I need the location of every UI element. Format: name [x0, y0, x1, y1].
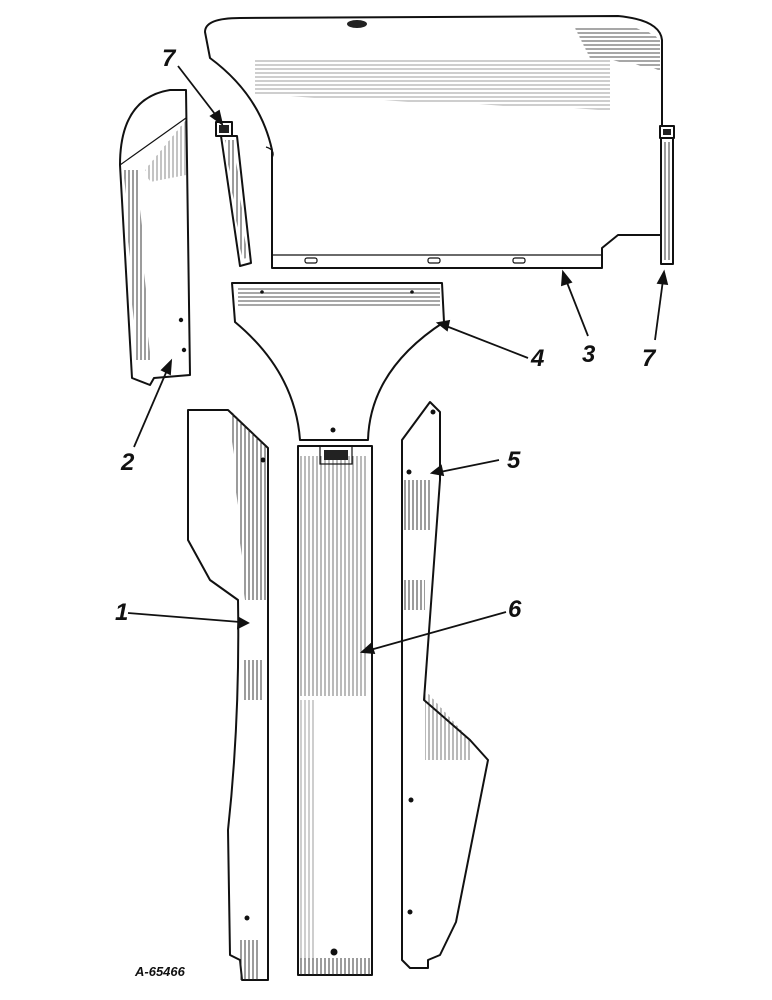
callout-2: 2 [120, 449, 135, 476]
part-4-funnel-panel [231, 282, 445, 441]
part-1-side-sheet-left [187, 409, 269, 981]
part-7-rod-left [215, 121, 252, 267]
callout-3: 3 [582, 341, 596, 368]
callout-4: 4 [530, 345, 544, 372]
callout-1: 1 [115, 599, 128, 626]
part-6-center-channel [297, 445, 373, 976]
callout-5: 5 [507, 447, 521, 474]
callout-6: 6 [508, 596, 522, 623]
callout-7-left: 7 [162, 45, 177, 72]
part-3-hood-panel [204, 15, 663, 269]
leader-lines [127, 65, 669, 655]
part-7-rod-right [659, 125, 675, 265]
callout-7-right: 7 [642, 345, 657, 372]
part-5-side-sheet-right [401, 401, 489, 969]
part-2-curved-panel [119, 89, 191, 386]
figure-id: A-65466 [134, 964, 186, 979]
